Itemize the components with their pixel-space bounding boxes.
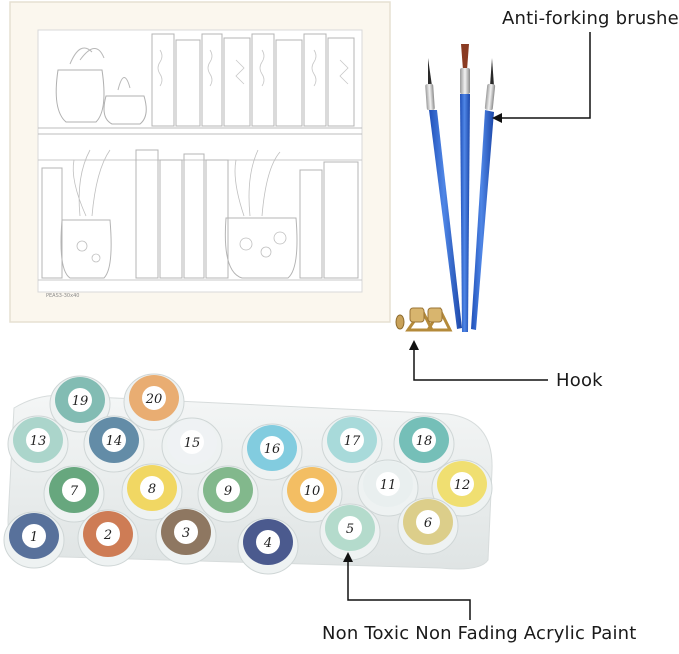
paint-pot-12: 12 <box>431 459 493 517</box>
brush-middle <box>460 44 470 332</box>
brush-right <box>471 58 496 330</box>
brush-set <box>425 44 496 332</box>
pot-number: 9 <box>224 484 232 499</box>
pot-number-badge <box>412 428 436 452</box>
pot-number: 18 <box>416 434 433 449</box>
paint-pot-18: 18 <box>393 415 455 473</box>
hook-label: Hook <box>556 370 603 391</box>
pot-number: 15 <box>184 436 201 451</box>
paint-pot-11: 11 <box>357 459 419 517</box>
pot-number: 12 <box>454 478 471 493</box>
brushes-callout-line <box>492 32 591 123</box>
pot-number: 2 <box>103 528 112 543</box>
pot-number: 3 <box>182 526 190 541</box>
pot-number: 7 <box>70 484 79 499</box>
pot-number-badge <box>216 478 240 502</box>
paint-pot-19: 19 <box>49 375 111 433</box>
pot-number-badge <box>340 428 364 452</box>
paint-pot-15: 15 <box>161 417 223 475</box>
pot-number: 19 <box>72 394 89 409</box>
pot-number-badge <box>26 428 50 452</box>
pot-number-badge <box>300 478 324 502</box>
pot-number-badge <box>450 472 474 496</box>
paint-pot-3: 3 <box>155 507 217 565</box>
pot-number: 14 <box>106 434 123 449</box>
paint-pot-8: 8 <box>121 463 183 521</box>
pot-number: 4 <box>263 536 272 551</box>
canvas-size-code: PEAS3-30x40 <box>46 293 80 299</box>
paint-pot-2: 2 <box>77 509 139 567</box>
pot-number-badge <box>174 520 198 544</box>
pot-number: 10 <box>304 484 321 499</box>
pot-number-badge <box>376 472 400 496</box>
paint-callout-line <box>343 552 471 620</box>
pot-number-badge <box>62 478 86 502</box>
pot-number-badge <box>416 510 440 534</box>
pot-number: 17 <box>344 434 361 449</box>
pot-number-badge <box>140 476 164 500</box>
brushes-label: Anti-forking brushes <box>502 8 679 29</box>
pot-number-badge <box>96 522 120 546</box>
paint-by-number-canvas <box>9 1 391 323</box>
pot-number-badge <box>102 428 126 452</box>
pot-number-badge <box>180 430 204 454</box>
paint-pot-16: 16 <box>241 423 303 481</box>
pot-number: 13 <box>30 434 47 449</box>
pot-number: 16 <box>264 442 281 457</box>
pot-number: 5 <box>346 522 354 537</box>
paint-pot-10: 10 <box>281 465 343 523</box>
paint-pot-5: 5 <box>319 503 381 561</box>
pot-number: 11 <box>380 478 397 493</box>
paint-pot-13: 13 <box>7 415 69 473</box>
paint-pot-14: 14 <box>83 415 145 473</box>
paint-label: Non Toxic Non Fading Acrylic Paint <box>322 623 637 644</box>
brush-left <box>425 58 462 329</box>
pot-number-badge <box>256 530 280 554</box>
paint-pot-1: 1 <box>3 511 65 569</box>
pot-number-badge <box>68 388 92 412</box>
pot-number-badge <box>22 524 46 548</box>
hook-callout-line <box>409 340 548 381</box>
paint-pot-6: 6 <box>397 497 459 555</box>
paint-pot-9: 9 <box>197 465 259 523</box>
pot-number: 20 <box>145 392 163 407</box>
paint-pot-4: 4 <box>237 517 299 575</box>
pot-number: 1 <box>30 530 38 545</box>
paint-pot-17: 17 <box>321 415 383 473</box>
paint-pot-7: 7 <box>43 465 105 523</box>
pot-number-badge <box>338 516 362 540</box>
paint-pot-20: 20 <box>123 373 185 431</box>
pot-number: 6 <box>424 516 432 531</box>
pot-number-badge <box>260 436 284 460</box>
pot-number-badge <box>142 386 166 410</box>
pot-number: 8 <box>148 482 156 497</box>
hook-hardware <box>395 306 453 332</box>
